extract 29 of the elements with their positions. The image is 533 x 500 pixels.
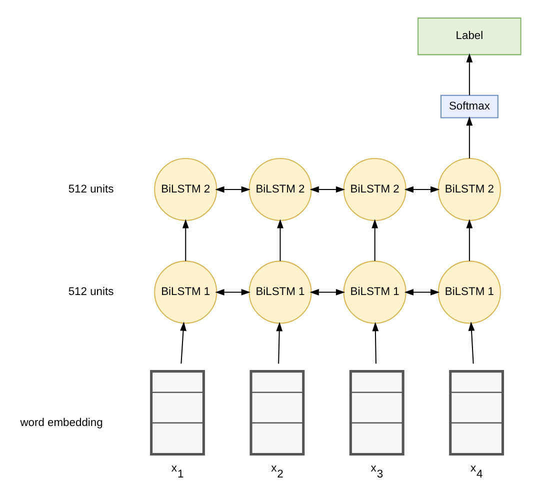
node-circle: BiLSTM 1: [248, 260, 312, 324]
arrow: [277, 219, 284, 261]
node-box: Label: [418, 18, 522, 56]
arrow: [468, 322, 475, 364]
node-circle: BiLSTM 1: [154, 260, 218, 324]
node-circle: BiLSTM 2: [438, 158, 501, 221]
arrow: [372, 322, 379, 364]
arrow: [215, 186, 250, 193]
node-circle: BiLSTM 1: [438, 260, 501, 324]
node-box: Softmax: [440, 94, 498, 118]
label: word embedding: [20, 416, 103, 429]
arrow: [466, 116, 473, 158]
node-circle: BiLSTM 1: [343, 260, 406, 324]
arrow: [215, 289, 250, 296]
arrow: [310, 186, 346, 193]
label: 512 units: [68, 286, 114, 298]
node-circle: BiLSTM 2: [154, 158, 218, 221]
arrow: [404, 289, 440, 296]
node-circle: BiLSTM 2: [343, 158, 406, 221]
arrow: [276, 322, 283, 364]
arrow: [466, 219, 473, 261]
arrow: [466, 53, 473, 96]
label: 512 units: [68, 183, 114, 196]
arrow: [404, 186, 440, 193]
arrow: [180, 322, 186, 364]
node-circle: BiLSTM 2: [248, 158, 312, 221]
arrow: [372, 219, 378, 261]
arrow: [182, 219, 189, 261]
arrow: [310, 289, 346, 296]
